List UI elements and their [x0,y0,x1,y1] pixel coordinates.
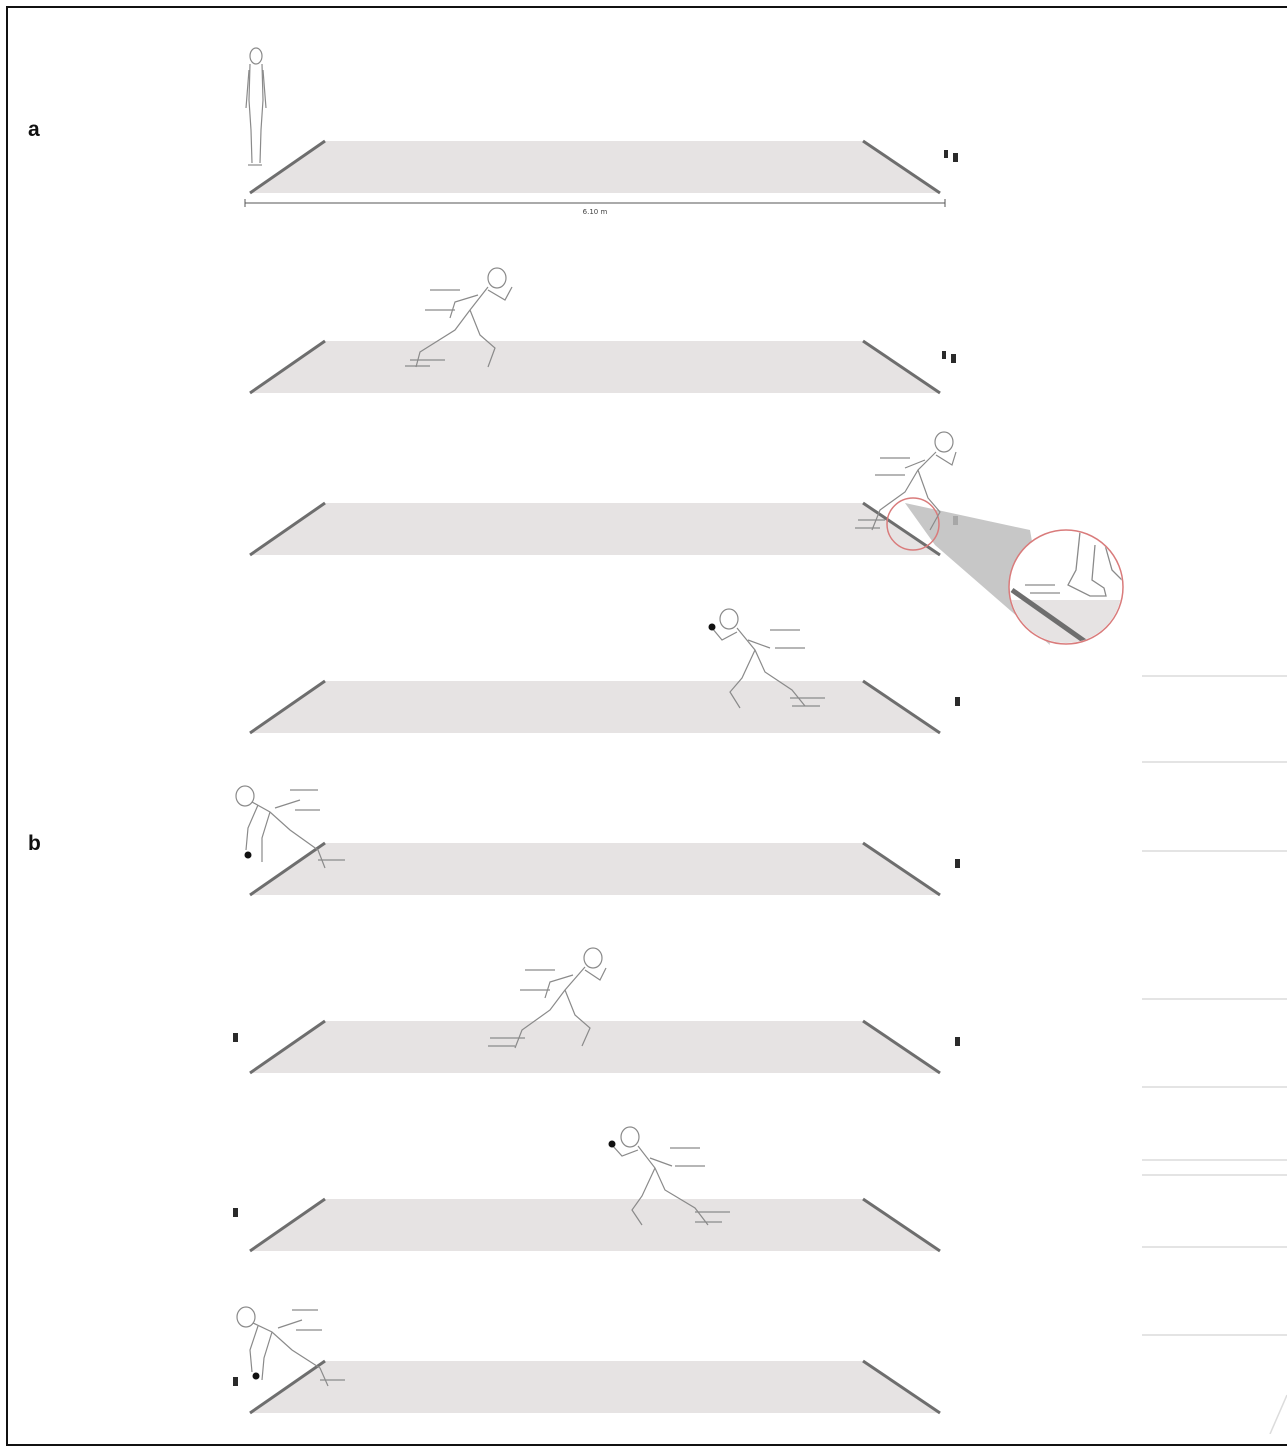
timing-gate-b4 [233,1377,238,1386]
row-b1 [236,786,960,895]
distance-label: 6.10 m [583,208,608,216]
row-b2 [233,948,960,1073]
marker-ball-a4 [709,624,716,631]
track-b4 [250,1361,940,1413]
row-a1: 6.10 m [245,48,958,216]
row-a4 [250,609,960,733]
track-b2 [250,1021,940,1073]
timing-gate-a4 [955,697,960,706]
magnifier-large [1009,530,1125,645]
timing-gate-b2-right [955,1037,960,1046]
row-b3 [233,1127,940,1251]
marker-ball-b1 [245,852,252,859]
row-a3 [250,432,1125,645]
row-b4 [233,1307,940,1413]
timing-gate-b1 [955,859,960,868]
track-a1 [250,141,940,193]
track-a4 [250,681,940,733]
right-guide-lines [1142,676,1287,1434]
timing-gate-b2-left [233,1033,238,1042]
marker-ball-b4 [253,1373,260,1380]
track-b3 [250,1199,940,1251]
standing-athlete [246,48,266,165]
track-a2 [250,341,940,393]
distance-measure [245,199,945,207]
timing-gate-pair-a2 [942,351,956,363]
track-b1 [250,843,940,895]
row-a2 [250,268,956,393]
timing-gate-b3 [233,1208,238,1217]
timing-gate-pair-a1 [944,150,958,162]
marker-ball-b3 [609,1141,616,1148]
track-a3 [250,503,940,555]
